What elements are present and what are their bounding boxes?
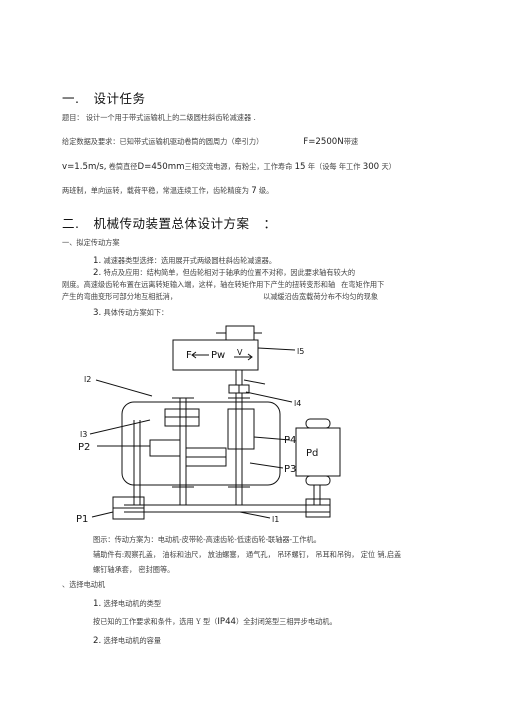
topic-line: 题目： 设计一个用于带式运输机上的二级圆柱斜齿轮减速器 .	[62, 113, 256, 122]
motor-top	[305, 418, 331, 429]
leader-l3	[89, 419, 151, 435]
scheme-item-2-text: 特点及应用：结构简单，但齿轮相对于轴承的位置不对称，因此要求轴有较大的	[103, 268, 356, 277]
label-v: V	[237, 348, 243, 357]
protection-rating: IP44	[217, 617, 237, 627]
motor-item-1-detail: 按已知的工作要求和条件，选用 Y 型（IP44）全封闭笼型三相异步电动机。	[93, 617, 337, 627]
diagram-caption-line-2: 辅助件有:观察孔盖， 油标和油尺， 放油螺塞， 通气孔， 吊环螺钉， 吊耳和吊钩…	[93, 550, 402, 559]
label-F: F	[186, 350, 192, 361]
motor-item-2: 2. 选择电动机的容量	[93, 636, 161, 646]
diameter-value: D=450mm	[137, 162, 185, 172]
motor-bottom	[305, 475, 331, 486]
leader-l5	[257, 347, 296, 351]
leader-p3	[249, 462, 284, 469]
leader-upper	[243, 379, 266, 385]
scheme-item-3: 3. 具体传动方案如下：	[93, 308, 168, 318]
life-value: 15	[294, 162, 306, 172]
requirements-line-2: v=1.5m/s, 卷筒直径D=450mm三相交流电源，有粉尘，工作寿命 15 …	[62, 162, 396, 172]
scheme-item-3-text: 具体传动方案如下：	[103, 308, 169, 317]
scheme-item-2-line-3a: 产生的弯曲变形可部分地互相抵消，	[62, 292, 178, 301]
motor-section-heading: 、选择电动机	[62, 580, 106, 589]
force-value: F=2500N	[303, 137, 344, 147]
label-l1: l1	[272, 515, 279, 524]
requirements-line-3: 两班制，单向运转，载荷平稳，常温连续工作，齿轮精度为 7 级。	[62, 186, 273, 196]
label-l4: l4	[294, 399, 301, 408]
label-p3: P3	[284, 464, 296, 475]
req-text-a: 给定数据及要求：已知带式运输机驱动卷筒的圆周力（牵引力）	[62, 137, 264, 146]
req-text-e: 三相交流电源，有粉尘，工作寿命	[184, 162, 293, 171]
section-1-title: 设计任务	[93, 91, 146, 106]
label-motor: Pd	[306, 448, 318, 459]
days-value: 300	[362, 162, 380, 172]
req-text-c: 卷筒直径	[108, 162, 138, 171]
diagram-caption-line-1: 图示：传动方案为：电动机-皮带轮-高速齿轮-低速齿轮-联轴器-工作机。	[93, 535, 321, 544]
section-2-title: 机械传动装置总体设计方案	[93, 216, 250, 231]
req-text-h: 级。	[258, 186, 274, 195]
section-2-heading: 二. 机械传动装置总体设计方案 ：	[62, 213, 277, 232]
req-text-g: 天）	[381, 162, 396, 171]
pulley-small	[305, 498, 331, 518]
req-text-b: 带速	[343, 137, 359, 146]
req-text-line3: 两班制，单向运转，载荷平稳，常温连续工作，齿轮精度为	[62, 186, 249, 195]
lower-gear-left	[149, 439, 181, 457]
scheme-item-2: 2. 特点及应用：结构简单，但齿轮相对于轴承的位置不对称，因此要求轴有较大的	[93, 268, 355, 278]
motor-detail-c: ）全封闭笼型三相异步电动机。	[236, 617, 337, 626]
leader-l1	[239, 511, 271, 519]
label-p2: P2	[78, 442, 90, 453]
scheme-item-1-num: 1.	[93, 256, 102, 266]
requirements-line-1: 给定数据及要求：已知带式运输机驱动卷筒的圆周力（牵引力） F=2500N带速	[62, 137, 358, 147]
scheme-item-2-line-3b: 以减缓沿齿宽载荷分布不均匀的现象	[263, 292, 379, 301]
grade-value: 7	[251, 186, 257, 196]
label-l5: l5	[297, 347, 304, 356]
scheme-item-1-text: 减速器类型选择：选用展开式两级圆柱斜齿轮减速器。	[103, 256, 277, 265]
leader-p1	[91, 511, 114, 518]
motor-item-2-num: 2.	[93, 636, 102, 646]
motor-item-1-text: 选择电动机的类型	[103, 599, 162, 608]
velocity-arrow-head	[247, 353, 253, 361]
speed-value: v=1.5m/s,	[62, 162, 107, 172]
leader-l4	[245, 391, 293, 403]
gearbox-housing	[121, 401, 281, 486]
scheme-item-2-line-2a: 刚度。高速级齿轮布置在远离转矩输入端，这样，轴在转矩作用下产生的扭转变形和轴	[62, 280, 336, 289]
motor-item-1-num: 1.	[93, 599, 102, 609]
label-p4: P4	[284, 435, 296, 446]
output-gear	[227, 408, 255, 450]
diagram-caption-line-3: 螺钉轴承套， 密封圈等。	[93, 565, 175, 574]
leader-l2	[95, 379, 153, 397]
motor-item-2-text: 选择电动机的容量	[103, 636, 162, 645]
scheme-item-2-line-3: 产生的弯曲变形可部分地互相抵消， 以减缓沿齿宽载荷分布不均匀的现象	[62, 292, 378, 302]
section-1-number: 一.	[62, 91, 80, 106]
req-text-f: 年（设每 年工作	[307, 162, 361, 171]
motor-model: Y	[195, 617, 201, 626]
scheme-heading: 一、拟定传动方案	[62, 238, 120, 247]
scheme-item-2-line-2b: 在弯矩作用下	[341, 280, 385, 289]
motor-detail-b: 型（	[202, 617, 218, 626]
label-p1: P1	[76, 514, 88, 525]
force-arrow-head	[191, 351, 197, 359]
label-Pw: Pw	[211, 350, 225, 361]
motor-detail-a: 按已知的工作要求和条件，选用	[93, 617, 194, 626]
label-l3: l3	[80, 430, 87, 439]
drum	[225, 325, 255, 341]
section-2-number: 二.	[62, 216, 80, 231]
scheme-item-3-num: 3.	[93, 308, 102, 318]
section-2-colon: ：	[263, 216, 277, 231]
section-1-heading: 一. 设计任务	[62, 88, 146, 107]
motor-item-1: 1. 选择电动机的类型	[93, 599, 161, 609]
leader-p4	[253, 436, 291, 441]
scheme-item-1: 1. 减速器类型选择：选用展开式两级圆柱斜齿轮减速器。	[93, 256, 276, 266]
conveyor-box	[172, 339, 259, 371]
scheme-item-2-num: 2.	[93, 268, 102, 278]
label-l2: l2	[84, 375, 91, 384]
scheme-item-2-line-2: 刚度。高速级齿轮布置在远离转矩输入端，这样，轴在转矩作用下产生的扭转变形和轴在弯…	[62, 280, 384, 290]
